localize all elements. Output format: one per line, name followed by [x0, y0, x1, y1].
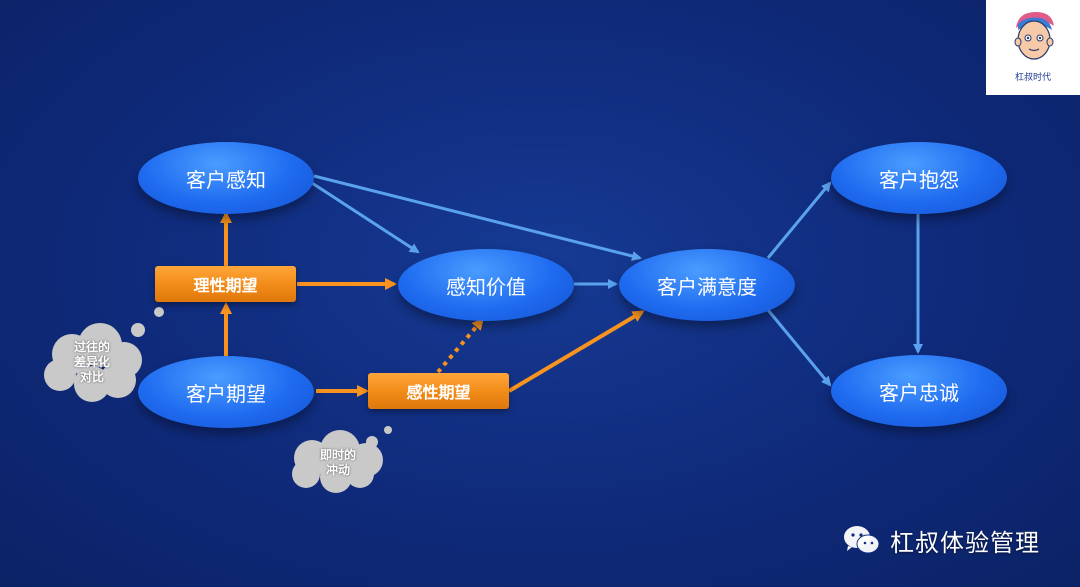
box-rational-expectation-label: 理性期望 — [193, 276, 258, 295]
box-emotional-expectation: 感性期望 — [368, 373, 509, 409]
node-perceived-value: 感知价值 — [398, 249, 574, 321]
cartoon-face-icon — [1014, 12, 1054, 60]
edge-emotional-to-satisfaction — [507, 310, 645, 393]
box-rational-expectation: 理性期望 — [155, 266, 296, 302]
edge-perception-to-value — [311, 181, 420, 254]
node-customer-satisfaction-label: 客户满意度 — [657, 274, 757, 299]
cloud-label-instant-line-1: 即时的 — [319, 448, 356, 462]
node-customer-loyalty-label: 客户忠诚 — [879, 380, 959, 405]
edge-satisfaction-to-loyalty — [766, 309, 832, 387]
node-customer-expectation-label: 客户期望 — [186, 381, 266, 406]
edge-emotional-to-value-dotted — [436, 317, 484, 374]
cloud-label-past-line-3: 对比 — [79, 370, 104, 384]
node-customer-satisfaction: 客户满意度 — [619, 249, 795, 321]
cloud-label-instant: 即时的 冲动 — [306, 448, 370, 478]
node-perceived-value-label: 感知价值 — [446, 274, 526, 299]
thought-cloud-instant — [292, 426, 392, 493]
node-customer-perception-label: 客户感知 — [186, 167, 266, 192]
watermark-text: 杠叔体验管理 — [890, 528, 1040, 557]
edge-perception-to-satisfaction — [313, 174, 642, 261]
box-emotional-expectation-label: 感性期望 — [406, 383, 471, 402]
node-customer-expectation: 客户期望 — [138, 356, 314, 428]
brand-logo-text: 杠叔时代 — [1014, 73, 1051, 83]
cloud-label-past-line-1: 过往的 — [73, 340, 110, 354]
cloud-label-past-line-2: 差异化 — [73, 355, 110, 369]
cloud-label-instant-line-2: 冲动 — [325, 463, 350, 477]
node-customer-loyalty: 客户忠诚 — [831, 355, 1007, 427]
edge-satisfaction-to-complaint — [766, 181, 832, 259]
brand-logo: 杠叔时代 — [986, 0, 1080, 95]
watermark: 杠叔体验管理 — [842, 522, 1040, 558]
node-customer-complaint-label: 客户抱怨 — [879, 167, 959, 192]
node-customer-perception: 客户感知 — [138, 142, 314, 214]
node-customer-complaint: 客户抱怨 — [831, 142, 1007, 214]
cloud-label-past: 过往的 差异化 对比 — [60, 340, 124, 385]
wechat-icon — [844, 526, 880, 554]
